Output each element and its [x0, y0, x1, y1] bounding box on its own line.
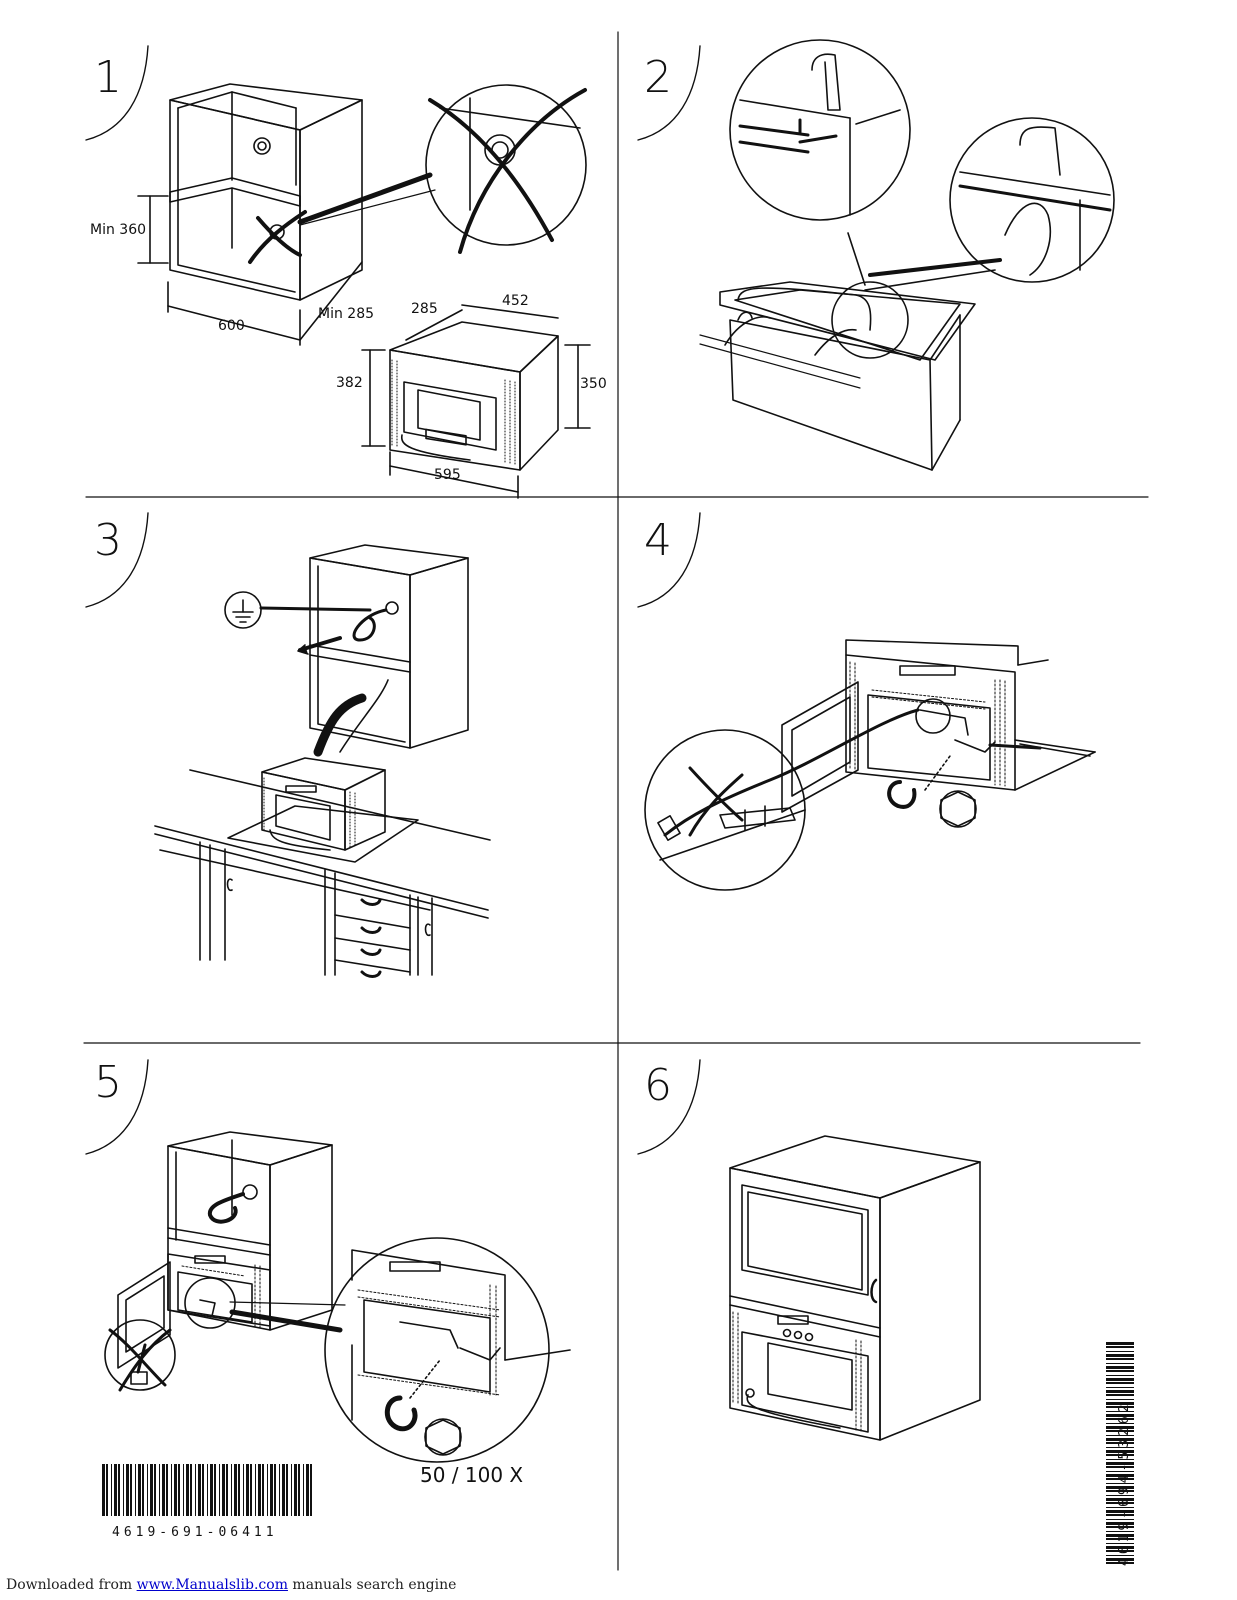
dimension-oven-body-height: 350	[580, 376, 607, 392]
panel-4-number: 4	[644, 515, 672, 566]
dimension-oven-depth: 285	[411, 301, 438, 317]
panel-1-cabinet	[137, 83, 363, 346]
dimension-oven-front-width: 595	[434, 467, 461, 483]
panel-5-number: 5	[94, 1057, 122, 1108]
dimension-oven-body-width: 452	[502, 293, 529, 309]
panel-1-magnifier-no-socket	[297, 84, 587, 254]
panel-2-number: 2	[644, 52, 672, 103]
panel-2-magnifier-left	[729, 39, 911, 221]
footer-prefix: Downloaded from	[6, 1577, 137, 1593]
barcode-6-number: 4619-694-53262	[1117, 1400, 1132, 1566]
panel-3-cabinet	[224, 544, 469, 757]
barcode-5-number: 4619-691-06411	[112, 1525, 278, 1540]
panel-number-arcs	[85, 45, 701, 1155]
panel-5-cabinet	[104, 1131, 346, 1392]
panel-1-number: 1	[94, 52, 122, 103]
screw-torque-label: 50 / 100 X	[420, 1463, 523, 1487]
panel-3-number: 3	[94, 515, 122, 566]
dimension-oven-front-height: 382	[336, 375, 363, 391]
panel-6-barcode	[1106, 1342, 1134, 1564]
panel-6-installed-unit	[729, 1135, 981, 1441]
panel-3-oven-on-counter	[189, 757, 491, 863]
panel-5-magnifier-screw	[324, 1237, 571, 1463]
panel-5-barcode	[102, 1464, 312, 1516]
panel-4-magnifier-no-cable	[644, 708, 920, 891]
dimension-cabinet-depth: Min 285	[318, 306, 374, 322]
panel-2-oven-top	[699, 232, 1002, 471]
panel-1-oven	[361, 304, 591, 499]
panel-6-number: 6	[644, 1060, 672, 1111]
panel-grid-lines	[83, 31, 1149, 1571]
manualslib-link[interactable]: www.Manualslib.com	[136, 1577, 288, 1593]
panel-3-kitchen-units	[154, 825, 489, 978]
dimension-cabinet-width: 600	[218, 318, 245, 334]
panel-4-installed-oven	[781, 639, 1096, 828]
footer-suffix: manuals search engine	[287, 1577, 457, 1593]
footer-download-note: Downloaded from www.Manualslib.com manua…	[6, 1577, 456, 1593]
panel-2-magnifier-right	[949, 117, 1115, 283]
dimension-min-height: Min 360	[90, 222, 146, 238]
